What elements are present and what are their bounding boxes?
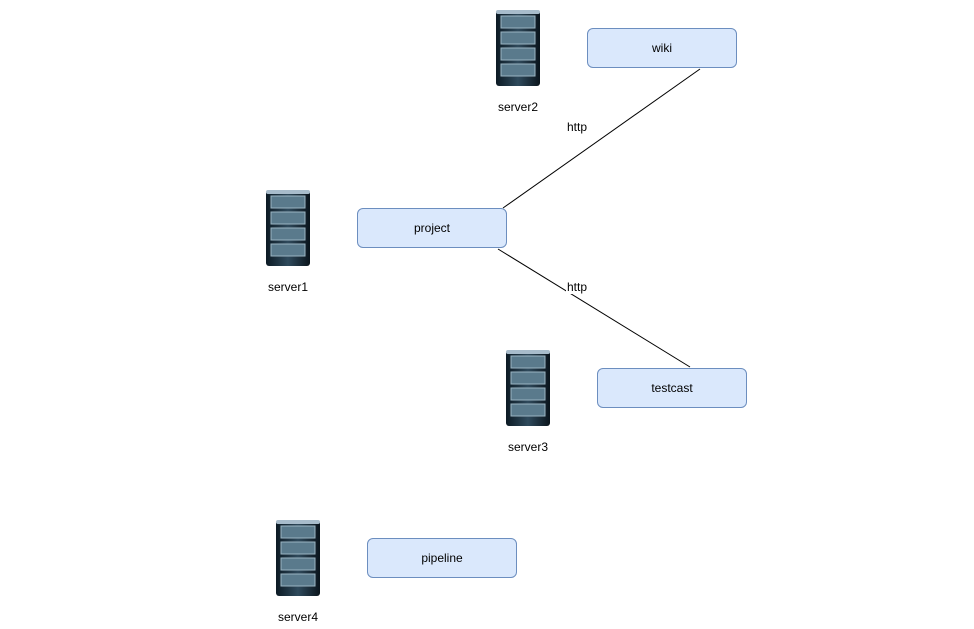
server-label: server4	[277, 610, 318, 624]
server-label: server1	[267, 280, 308, 294]
server-label: server3	[507, 440, 548, 454]
server-label: server2	[497, 100, 538, 114]
server-rack-icon	[276, 520, 320, 596]
node-pipeline[interactable]: pipeline	[367, 538, 517, 578]
node-project[interactable]: project	[357, 208, 507, 248]
edge-label-http-wiki: http	[566, 120, 589, 134]
server-rack-icon	[496, 10, 540, 86]
server3[interactable]: server3	[498, 348, 558, 458]
edge-label-http-testcast: http	[566, 280, 589, 294]
node-wiki[interactable]: wiki	[587, 28, 737, 68]
server1[interactable]: server1	[258, 188, 318, 298]
server-rack-icon	[506, 350, 550, 426]
server-rack-icon	[266, 190, 310, 266]
server4[interactable]: server4	[268, 518, 328, 628]
server2[interactable]: server2	[488, 8, 548, 118]
node-testcast[interactable]: testcast	[597, 368, 747, 408]
edge-project-wiki[interactable]	[502, 68, 701, 209]
edge-project-testcast[interactable]	[497, 248, 691, 368]
